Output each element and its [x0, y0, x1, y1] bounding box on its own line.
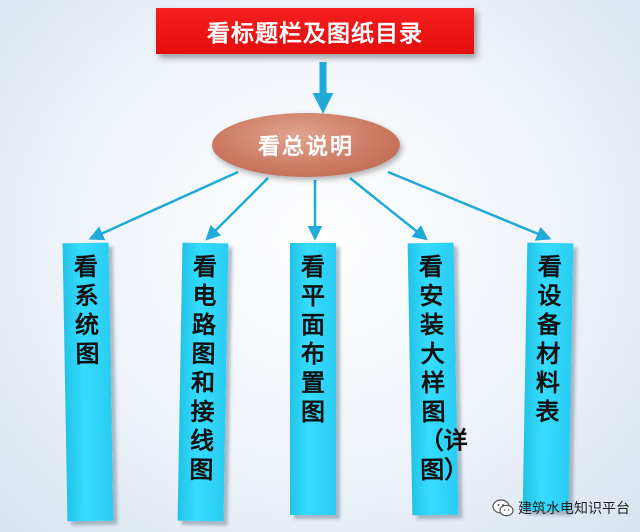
arrow-to-branch-2 — [205, 177, 269, 241]
branch-installation-detail: 看安装大样图（详图） — [407, 242, 469, 516]
title-block-box: 看标题栏及图纸目录 — [156, 8, 474, 54]
branch-label-2: 看电路图和接线图 — [189, 252, 218, 485]
arrow-to-branch-1 — [88, 170, 239, 241]
branch-label-1: 看系统图 — [73, 252, 100, 369]
title-block-label: 看标题栏及图纸目录 — [207, 21, 423, 47]
watermark-text: 建筑水电知识平台 — [518, 501, 630, 517]
branch-label-4: 看安装大样图（详图） — [418, 252, 469, 485]
wechat-icon — [492, 499, 514, 517]
arrow-to-branch-4 — [349, 177, 428, 241]
branch-equipment-materials: 看设备材料表 — [522, 242, 574, 512]
branch-circuit-wiring-diagram: 看电路图和接线图 — [177, 242, 229, 522]
branch-label-5: 看设备材料表 — [535, 252, 563, 427]
arrow-to-branch-5 — [387, 170, 552, 241]
general-notes-node: 看总说明 — [212, 113, 400, 177]
general-notes-label: 看总说明 — [257, 135, 354, 160]
branch-floor-layout: 看平面布置图 — [290, 243, 336, 515]
watermark: 建筑水电知识平台 — [492, 498, 630, 518]
branch-label-3: 看平面布置图 — [300, 253, 325, 426]
branch-system-diagram: 看系统图 — [62, 242, 114, 522]
